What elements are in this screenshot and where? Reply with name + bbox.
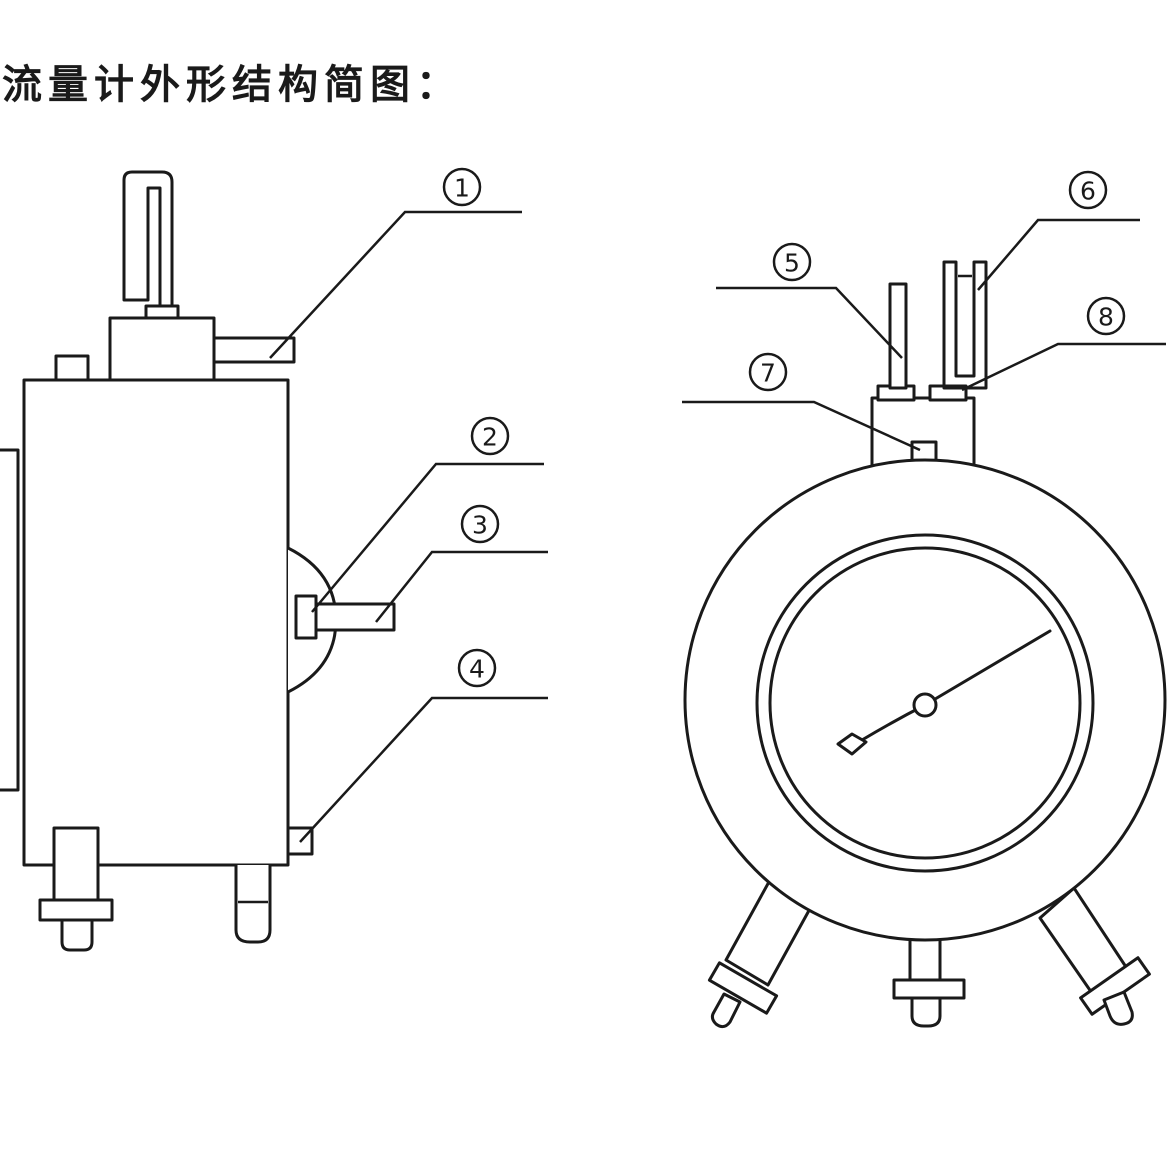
callout-5: 5 (772, 242, 812, 282)
page-title: 流量计外形结构简图： (2, 62, 462, 108)
side-top-stud (54, 354, 90, 382)
svg-text:5: 5 (784, 249, 800, 278)
side-bolt-tip (60, 918, 94, 952)
front-leg-center (892, 933, 966, 1028)
side-bottom-nut (38, 898, 114, 922)
side-body (22, 378, 290, 867)
side-block-neck (144, 304, 180, 320)
callout-2: 2 (470, 416, 510, 456)
front-needle (923, 629, 1052, 707)
side-bottom-bolt (52, 826, 100, 902)
front-needle-counterweight (836, 732, 868, 756)
side-gauge-stem (294, 594, 318, 640)
leader-2 (311, 462, 544, 613)
svg-text:7: 7 (760, 359, 776, 388)
leader-8 (961, 342, 1166, 392)
svg-text:3: 3 (472, 511, 488, 540)
side-gauge-rod (314, 602, 396, 632)
callout-3: 3 (460, 504, 500, 544)
side-bottom-foot (234, 865, 272, 944)
callout-4: 4 (457, 648, 497, 688)
side-view (0, 170, 548, 952)
front-tube-5 (888, 282, 908, 390)
leader-3 (375, 550, 548, 623)
callout-7: 7 (748, 352, 788, 392)
svg-text:4: 4 (469, 655, 485, 684)
leader-1 (269, 210, 522, 359)
leader-4 (299, 696, 548, 843)
svg-text:1: 1 (454, 174, 470, 203)
front-leg-left (707, 878, 814, 1029)
callout-1: 1 (442, 167, 482, 207)
leader-6 (977, 218, 1140, 291)
side-top-block (108, 316, 216, 382)
side-top-port (212, 336, 296, 364)
front-needle-hub (912, 692, 938, 718)
svg-text:8: 8 (1098, 303, 1114, 332)
leader-7 (682, 400, 921, 452)
svg-text:6: 6 (1080, 177, 1096, 206)
front-u-tube-6 (942, 260, 988, 390)
side-u-tube (122, 170, 174, 308)
callout-6: 6 (1068, 170, 1108, 210)
callout-8: 8 (1086, 296, 1126, 336)
front-leg-right (1038, 886, 1151, 1026)
svg-text:2: 2 (482, 423, 498, 452)
leader-5 (716, 286, 903, 359)
side-flange-edge (0, 448, 20, 792)
front-view (682, 218, 1167, 1029)
